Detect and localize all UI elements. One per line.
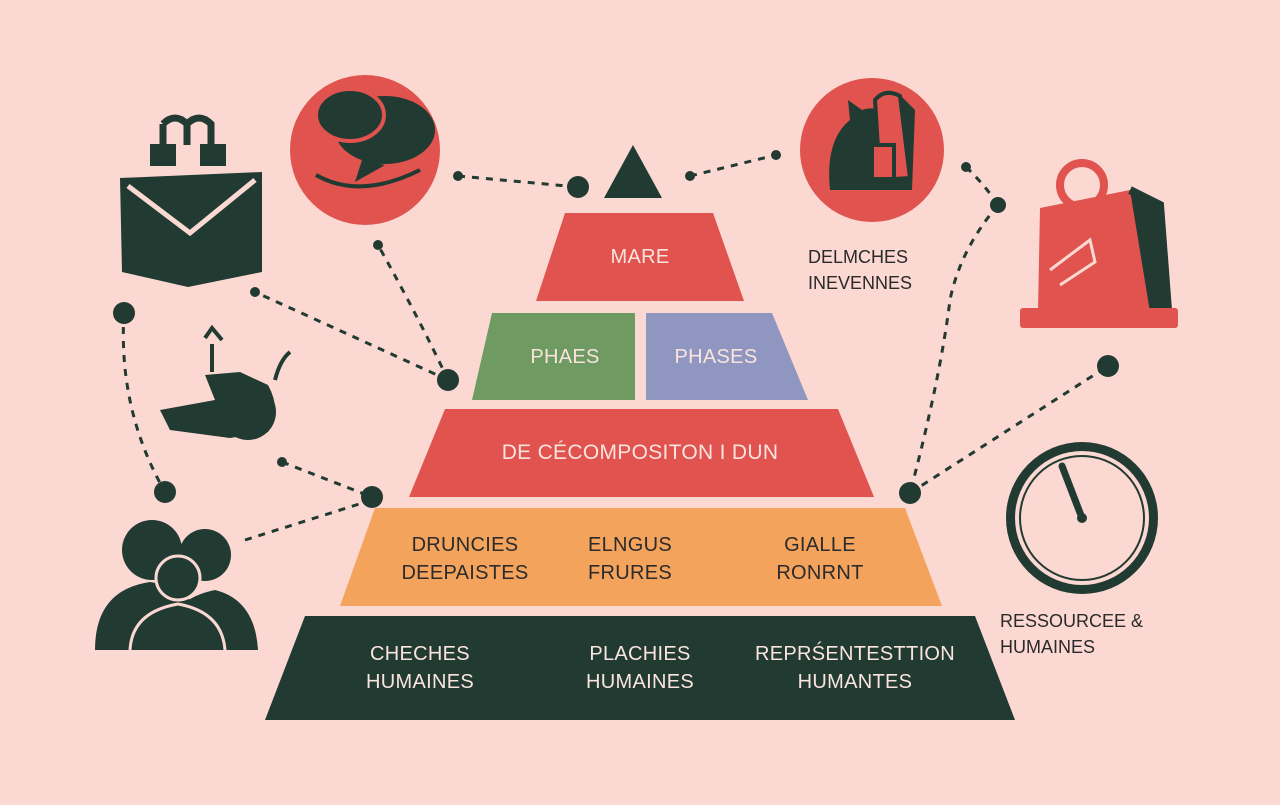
side-label-top-right-line2: INEVENNES [808, 273, 913, 293]
tier2-right-label: PHASES [674, 346, 758, 368]
tier2-left-label: PHAES [530, 346, 600, 368]
tier1-label: MARE [610, 246, 670, 268]
connector-speech-to-top [457, 174, 579, 189]
side-label-bottom-right: RESSOURCEE & HUMAINES [1000, 608, 1143, 660]
tier5-item-2-line2: HUMAINES [586, 671, 694, 693]
pyramid-tier-2-left [472, 313, 635, 400]
side-label-bottom-right-line1: RESSOURCEE & [1000, 611, 1144, 631]
pyramid-apex [604, 145, 662, 198]
tier5-item-1-line1: CHECHES [370, 643, 470, 665]
connector-dot [899, 482, 921, 504]
connector-dot [771, 150, 781, 160]
connector-top-to-team [689, 153, 777, 178]
pyramid-tier-1 [536, 213, 744, 301]
connector-dot [453, 171, 463, 181]
connector-tier2-left-up [376, 244, 450, 381]
tier4-item-2-line1: ELNGUS [587, 534, 673, 556]
connector-dot [567, 176, 589, 198]
tier5-item-2-line1: PLACHIES [589, 643, 691, 665]
side-label-bottom-right-line2: HUMAINES [1000, 637, 1096, 657]
connector-dot [361, 486, 383, 508]
connector-dot [250, 287, 260, 297]
pyramid-tier-3 [409, 409, 874, 497]
ribbon-banner-icon [120, 114, 262, 287]
connector-hand [281, 460, 373, 499]
connector-dots [113, 150, 1119, 508]
connector-dot [1097, 355, 1119, 377]
tier5-item-1-line2: HUMAINES [366, 671, 474, 693]
clock-icon [1006, 442, 1158, 594]
side-label-top-right: DELMCHES INEVENNES [808, 244, 912, 296]
connector-left-vertical [121, 312, 167, 493]
speech-bubble-icon [290, 75, 440, 225]
people-group-icon [95, 520, 258, 651]
connector-bag-to-dot [908, 204, 1000, 494]
shopping-bag-icon [1020, 159, 1178, 328]
tier5-item-3-line1: REPRŚENTESTTION [754, 643, 956, 665]
connector-dot [277, 457, 287, 467]
connector-dot [437, 369, 459, 391]
connector-dot [685, 171, 695, 181]
connector-dot [113, 302, 135, 324]
tier4-item-1-line2: DEEPAISTES [401, 562, 529, 584]
tier3-label: DE CÉCOMPOSITON I DUN [501, 441, 779, 464]
connector-right-down [909, 364, 1109, 495]
tier5-item-1: CHECHES HUMAINES [340, 640, 500, 696]
pyramid-tier-2-right [646, 313, 808, 400]
tier4-item-1: DRUNCIES DEEPAISTES [385, 531, 545, 587]
side-label-top-right-line1: DELMCHES [808, 247, 909, 267]
hand-pointing-icon [160, 324, 292, 440]
team-profile-icon [800, 78, 944, 222]
tier4-item-3-line2: RONRNT [776, 562, 864, 584]
tier4-item-3: GIALLE RONRNT [740, 531, 900, 587]
tier4-item-1-line1: DRUNCIES [411, 534, 519, 556]
tier4-item-3-line1: GIALLE [784, 534, 856, 556]
tier5-item-3: REPRŚENTESTTION HUMANTES [750, 640, 960, 696]
tier5-item-2: PLACHIES HUMAINES [560, 640, 720, 696]
tier5-item-3-line2: HUMANTES [797, 671, 913, 693]
tier4-item-2: ELNGUS FRURES [560, 531, 700, 587]
connector-people [244, 498, 373, 542]
connector-dot [154, 481, 176, 503]
connector-dot [373, 240, 383, 250]
pyramid-tier-4 [340, 508, 942, 606]
connector-dot [990, 197, 1006, 213]
tier4-item-2-line2: FRURES [587, 562, 673, 584]
pyramid-tier-5 [265, 616, 1015, 720]
connector-dot [961, 162, 971, 172]
connector-tier2-left [254, 290, 449, 382]
